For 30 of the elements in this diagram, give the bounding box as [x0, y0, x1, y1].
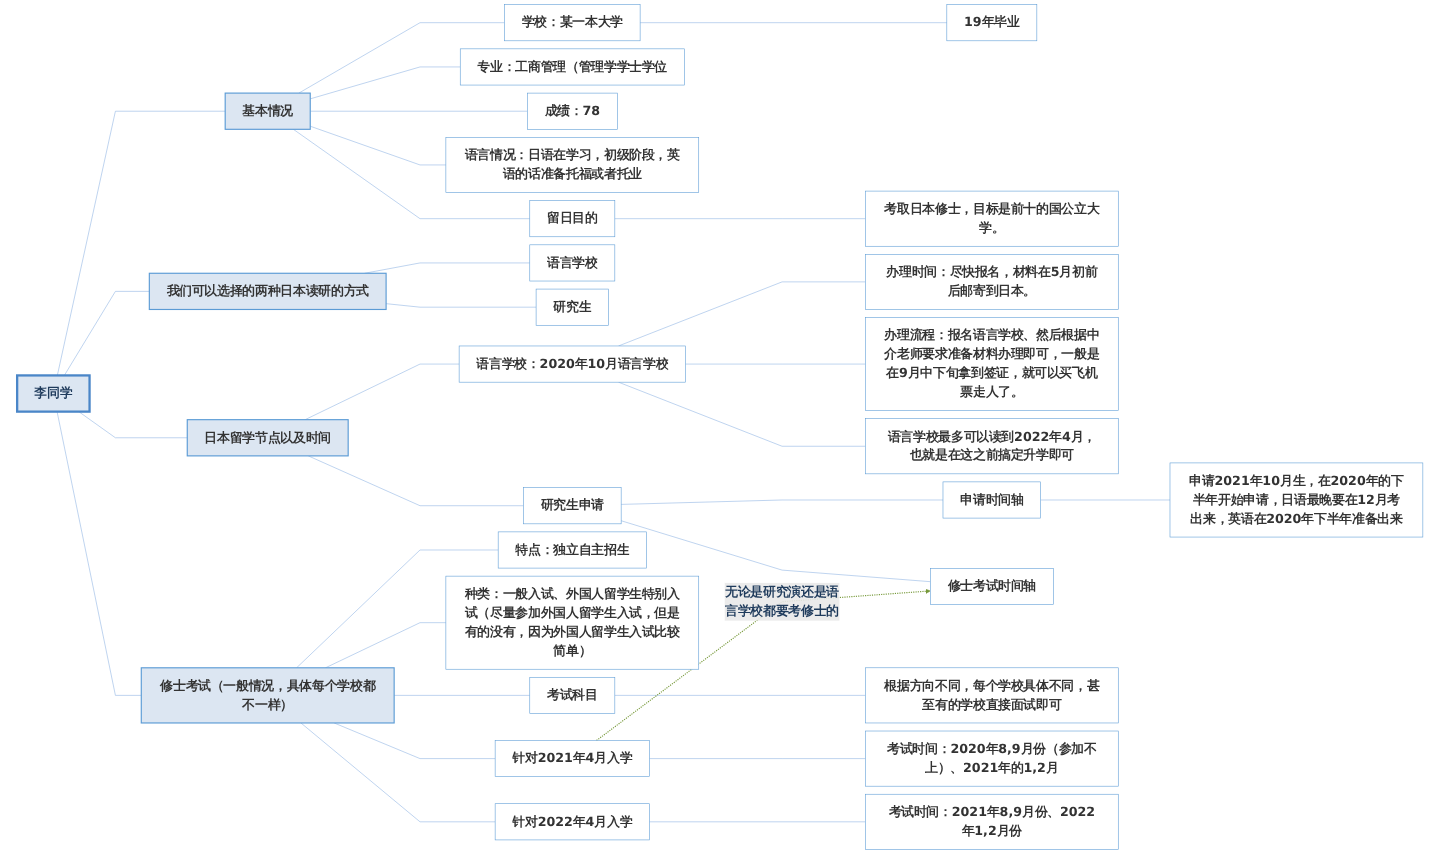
connector	[385, 303, 537, 308]
connector	[325, 622, 447, 669]
connector	[300, 722, 496, 823]
arrow	[595, 588, 931, 742]
connector	[64, 291, 150, 376]
connector	[393, 695, 531, 696]
connector	[57, 110, 226, 376]
connector	[685, 363, 866, 365]
connector	[298, 22, 505, 94]
connector	[618, 281, 866, 347]
connector	[309, 125, 447, 166]
connector	[293, 129, 531, 219]
connector	[614, 695, 866, 696]
connector	[620, 520, 931, 582]
connector	[296, 549, 499, 669]
connector	[309, 66, 461, 100]
connector	[309, 110, 528, 112]
connector	[639, 22, 948, 23]
connector	[1040, 499, 1171, 501]
connector	[618, 381, 866, 447]
connector	[304, 363, 460, 420]
connector	[308, 455, 524, 506]
connector	[78, 411, 188, 439]
connector	[649, 821, 866, 823]
connector	[364, 262, 531, 274]
connector	[56, 411, 142, 696]
connector	[333, 722, 496, 759]
connector	[649, 758, 866, 759]
connector	[620, 499, 944, 505]
connector	[614, 218, 866, 219]
